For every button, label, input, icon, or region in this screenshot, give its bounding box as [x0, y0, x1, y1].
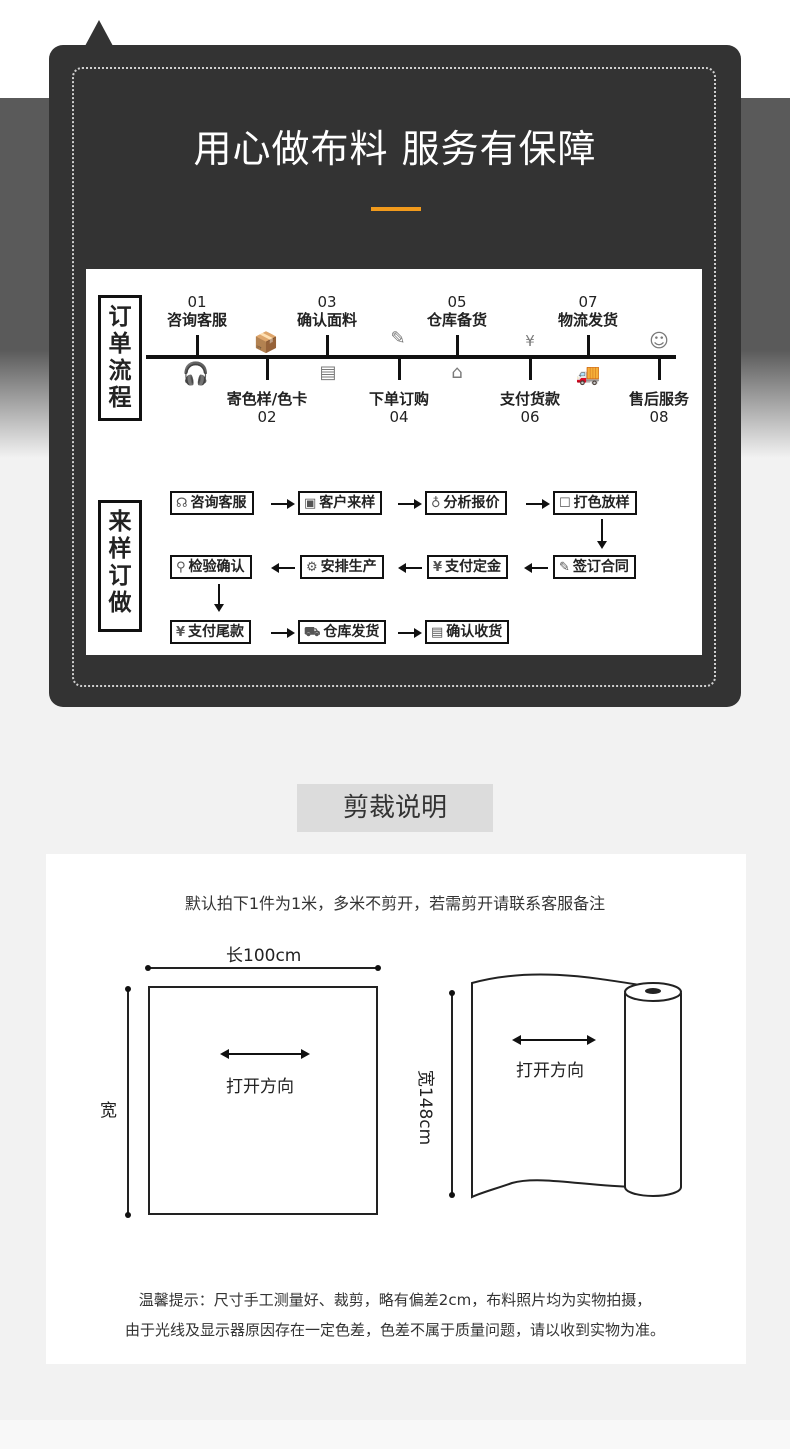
open-direction-label: 打开方向: [226, 1077, 294, 1097]
headset-icon: ☊: [176, 496, 188, 511]
tick: [587, 335, 590, 357]
footer-band: [0, 1420, 790, 1449]
process-produce: ⚙安排生产: [300, 555, 384, 579]
process-deposit: ¥支付定金: [427, 555, 509, 579]
process-panel: [86, 269, 702, 655]
tick: [326, 335, 329, 357]
tip-line-2: 由于光线及显示器原因存在一定色差，色差不属于质量问题，请以收到实物为准。: [124, 1321, 665, 1339]
arrow-right: [526, 499, 550, 509]
fabric-roll: [449, 973, 682, 1199]
card-notch: [85, 20, 113, 46]
length-label: 长100cm: [226, 946, 302, 966]
section-title: 剪裁说明: [297, 784, 493, 832]
accent-bar: [371, 207, 421, 211]
document-check-icon: ▤: [319, 362, 337, 383]
arrow-right: [271, 499, 295, 509]
arrow-right: [271, 628, 295, 638]
truck-icon: ⛟: [304, 625, 321, 640]
process-receive: ▤确认收货: [425, 620, 510, 644]
fabric-sheet: [148, 986, 378, 1215]
smile-icon: ☺: [649, 330, 669, 352]
edit-form-icon: ✎: [390, 328, 406, 349]
dimension-dot: [145, 965, 151, 971]
width-dimension-line: [127, 989, 129, 1215]
dimension-dot: [375, 965, 381, 971]
truck-icon: 🚚: [575, 362, 601, 386]
yen-icon: ¥: [433, 560, 443, 575]
tick: [529, 358, 532, 380]
width-label: 宽: [100, 1101, 117, 1121]
palette-icon: ☐: [559, 496, 571, 511]
process-final-payment: ¥支付尾款: [170, 620, 252, 644]
dimension-dot: [125, 986, 131, 992]
arrow-down: [214, 584, 224, 612]
headset-icon: 🎧: [182, 362, 210, 387]
search-icon: ⚲: [176, 560, 186, 575]
label-char: 单: [108, 331, 132, 357]
arrow-left: [524, 563, 548, 573]
box-icon: ▣: [304, 496, 317, 511]
process-quote: ♁分析报价: [425, 491, 507, 515]
process-dye: ☐打色放样: [553, 491, 637, 515]
roll-width-label: 宽148cm: [415, 1069, 436, 1146]
label-char: 样: [108, 536, 132, 562]
tick: [658, 358, 661, 380]
tick: [266, 358, 269, 380]
money-bag-icon: ♁: [431, 496, 441, 511]
process-ship: ⛟仓库发货: [298, 620, 387, 644]
sample-flow-label: 来 样 订 做: [98, 500, 142, 632]
arrow-left: [398, 563, 422, 573]
cutting-note: 默认拍下1件为1米，多米不剪开，若需剪开请联系客服备注: [184, 894, 606, 913]
label-char: 订: [108, 563, 132, 589]
length-dimension-line: [150, 967, 378, 969]
process-contract: ✎签订合同: [553, 555, 636, 579]
process-consult: ☊咨询客服: [170, 491, 254, 515]
arrow-left: [271, 563, 295, 573]
label-char: 订: [108, 304, 132, 330]
headline: 用心做布料 服务有保障: [193, 127, 597, 171]
label-char: 程: [108, 385, 132, 411]
label-char: 流: [108, 358, 132, 384]
tick: [456, 335, 459, 357]
process-inspect: ⚲检验确认: [170, 555, 252, 579]
process-sample: ▣客户来样: [298, 491, 383, 515]
arrow-right: [398, 628, 422, 638]
label-char: 来: [108, 509, 132, 535]
arrow-right: [398, 499, 422, 509]
gear-icon: ⚙: [306, 560, 318, 575]
edit-form-icon: ✎: [559, 560, 570, 575]
label-char: 做: [108, 590, 132, 616]
document-icon: ▤: [431, 625, 444, 640]
order-flow-label: 订 单 流 程: [98, 295, 142, 421]
box-icon: 📦: [253, 330, 279, 354]
dimension-dot: [125, 1212, 131, 1218]
order-timeline: [146, 355, 676, 359]
tip-line-1: 温馨提示：尺寸手工测量好、裁剪，略有偏差2cm，布料照片均为实物拍摄，: [138, 1291, 652, 1309]
tick: [196, 335, 199, 357]
open-direction-arrow: [220, 1049, 310, 1059]
dotted-border: [72, 67, 716, 687]
yen-icon: ¥: [176, 625, 186, 640]
warehouse-icon: ⌂: [451, 362, 463, 383]
payment-icon: ¥: [525, 332, 535, 350]
tick: [398, 358, 401, 380]
open-direction-label-roll: 打开方向: [516, 1061, 584, 1081]
arrow-down: [597, 519, 607, 549]
